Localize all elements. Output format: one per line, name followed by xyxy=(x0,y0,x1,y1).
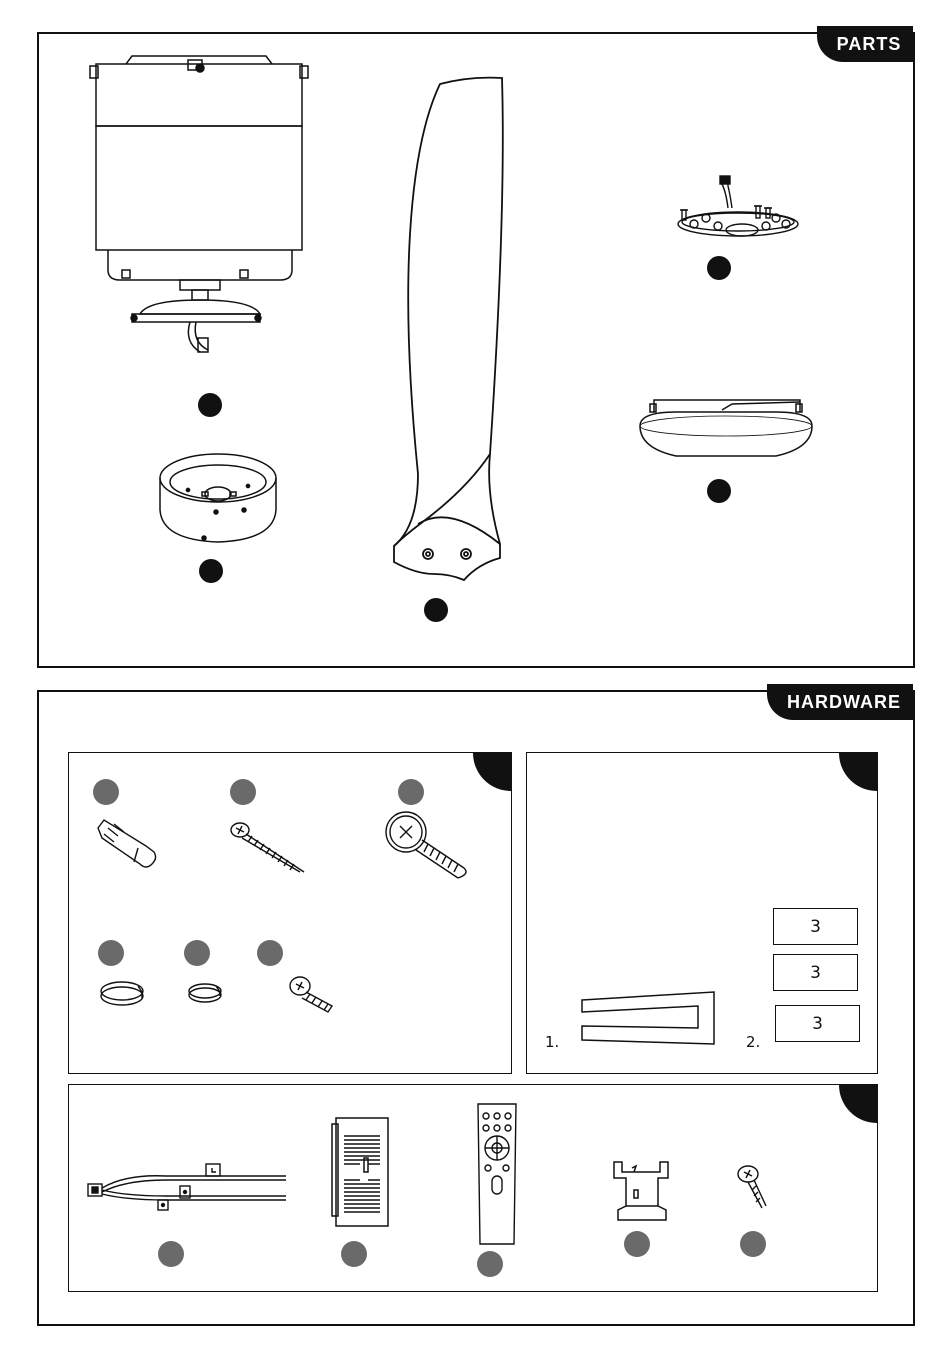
spring-washer-small-icon xyxy=(186,980,226,1006)
part-label-marker xyxy=(199,559,223,583)
bag-corner-marker xyxy=(473,752,512,791)
bag-corner-marker xyxy=(839,752,878,791)
wall-plug-icon xyxy=(94,818,160,872)
receiver-icon xyxy=(330,1114,392,1232)
step-label: 1. xyxy=(545,1033,559,1051)
hardware-label-marker xyxy=(184,940,210,966)
hardware-label-marker xyxy=(477,1251,503,1277)
remote-control-icon xyxy=(474,1100,520,1250)
led-light-kit-icon xyxy=(672,174,802,246)
motor-assembly-icon xyxy=(88,52,318,362)
hardware-label-marker xyxy=(624,1231,650,1257)
quantity-box: 3 xyxy=(773,954,858,991)
canopy-icon xyxy=(158,452,278,548)
quantity-box: 3 xyxy=(775,1005,860,1042)
holder-screw-icon xyxy=(736,1164,772,1210)
hardware-label-marker xyxy=(257,940,283,966)
wood-screw-icon xyxy=(228,820,310,874)
hardware-label-marker xyxy=(158,1241,184,1267)
fan-blade-icon xyxy=(390,74,520,584)
part-label-marker xyxy=(707,479,731,503)
hardware-label-marker xyxy=(398,779,424,805)
blade-bolt-icon xyxy=(384,806,470,880)
wire-harness-icon xyxy=(86,1160,290,1212)
part-label-marker xyxy=(707,256,731,280)
hardware-label: HARDWARE xyxy=(787,692,901,713)
quantity-box: 3 xyxy=(773,908,858,945)
hardware-label-marker xyxy=(230,779,256,805)
hardware-tab: HARDWARE xyxy=(767,684,913,720)
machine-screw-icon xyxy=(288,974,338,1014)
spring-washer-large-icon xyxy=(98,978,148,1008)
remote-holder-icon xyxy=(610,1158,674,1224)
part-label-marker xyxy=(198,393,222,417)
bag-corner-marker xyxy=(839,1084,878,1123)
hardware-label-marker xyxy=(93,779,119,805)
fasteners-bag xyxy=(68,752,512,1074)
hardware-label-marker xyxy=(98,940,124,966)
step-label: 2. xyxy=(746,1033,760,1051)
blade-bracket-icon xyxy=(578,988,720,1046)
part-label-marker xyxy=(424,598,448,622)
hardware-label-marker xyxy=(341,1241,367,1267)
parts-label: PARTS xyxy=(837,34,902,55)
hardware-label-marker xyxy=(740,1231,766,1257)
light-cover-icon xyxy=(636,392,816,464)
parts-tab: PARTS xyxy=(817,26,913,62)
